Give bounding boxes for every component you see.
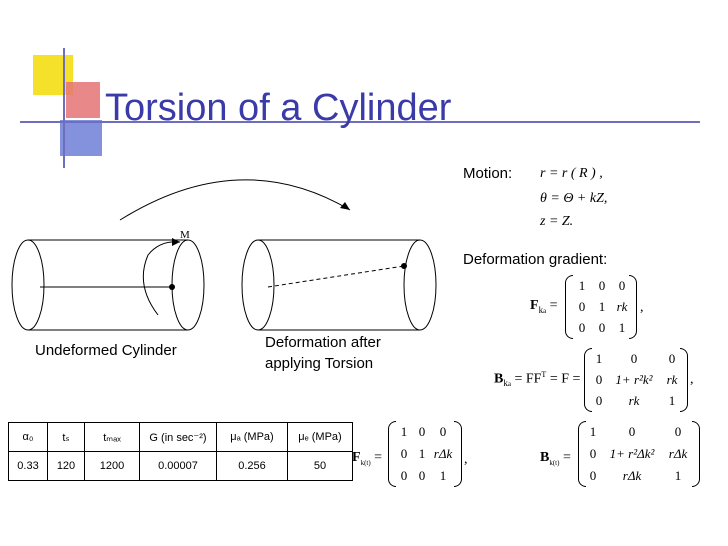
table-cell: 1200 (84, 451, 140, 481)
table-header-cell: μₑ (MPa) (287, 422, 353, 452)
table-header-cell: μₐ (MPa) (216, 422, 288, 452)
motion-eq-r: r = r ( R ) , (540, 166, 603, 181)
table-header-row: α₀ tₛ tₘₐₓ G (in sec⁻²) μₐ (MPa) μₑ (MPa… (8, 422, 353, 452)
undeformed-label: Undeformed Cylinder (35, 342, 177, 359)
table-cell: 50 (287, 451, 353, 481)
deco-vertical-line (63, 48, 65, 168)
bt-matrix: 1 0 0 0 1+ r²Δk² rΔk 0 rΔk 1 (578, 421, 700, 487)
table-cell: 0.33 (8, 451, 48, 481)
motion-heading: Motion: (463, 165, 513, 182)
bt-label: Bk(t) = (540, 450, 571, 467)
table-header-cell: α₀ (8, 422, 48, 452)
deformed-label-line1: Deformation after (265, 334, 381, 351)
moment-label: M (180, 229, 190, 241)
b-comma: , (690, 372, 694, 387)
table-cell: 120 (47, 451, 85, 481)
f-comma: , (640, 300, 644, 315)
ft-label: Fk(t) = (352, 450, 383, 467)
table-cell: 0.00007 (139, 451, 217, 481)
table-header-cell: G (in sec⁻²) (139, 422, 217, 452)
deco-blue-square (60, 120, 102, 156)
table-header-cell: tₘₐₓ (84, 422, 140, 452)
motion-eq-theta: θ = Θ + kZ, (540, 191, 608, 206)
deformation-heading: Deformation gradient: (463, 251, 608, 268)
slide-title: Torsion of a Cylinder (105, 87, 452, 129)
motion-eq-z: z = Z. (540, 214, 574, 229)
ft-matrix: 1 0 0 0 1 rΔk 0 0 1 (388, 421, 462, 487)
parameters-table: α₀ tₛ tₘₐₓ G (in sec⁻²) μₐ (MPa) μₑ (MPa… (8, 422, 353, 481)
table-cell: 0.256 (216, 451, 288, 481)
deco-horizontal-line (20, 121, 700, 123)
b-matrix: 1 0 0 0 1+ r²k² rk 0 rk 1 (584, 348, 688, 412)
table-row: 0.33 120 1200 0.00007 0.256 50 (8, 451, 353, 481)
f-label: Fka = (530, 298, 558, 315)
cylinder-figure (11, 179, 437, 331)
f-matrix: 1 0 0 0 1 rk 0 0 1 (565, 275, 637, 339)
b-label: Bka = FFT = F = (494, 370, 581, 389)
deformed-label-line2: applying Torsion (265, 355, 374, 372)
table-header-cell: tₛ (47, 422, 85, 452)
deco-red-square (66, 82, 100, 118)
ft-comma: , (464, 452, 468, 467)
